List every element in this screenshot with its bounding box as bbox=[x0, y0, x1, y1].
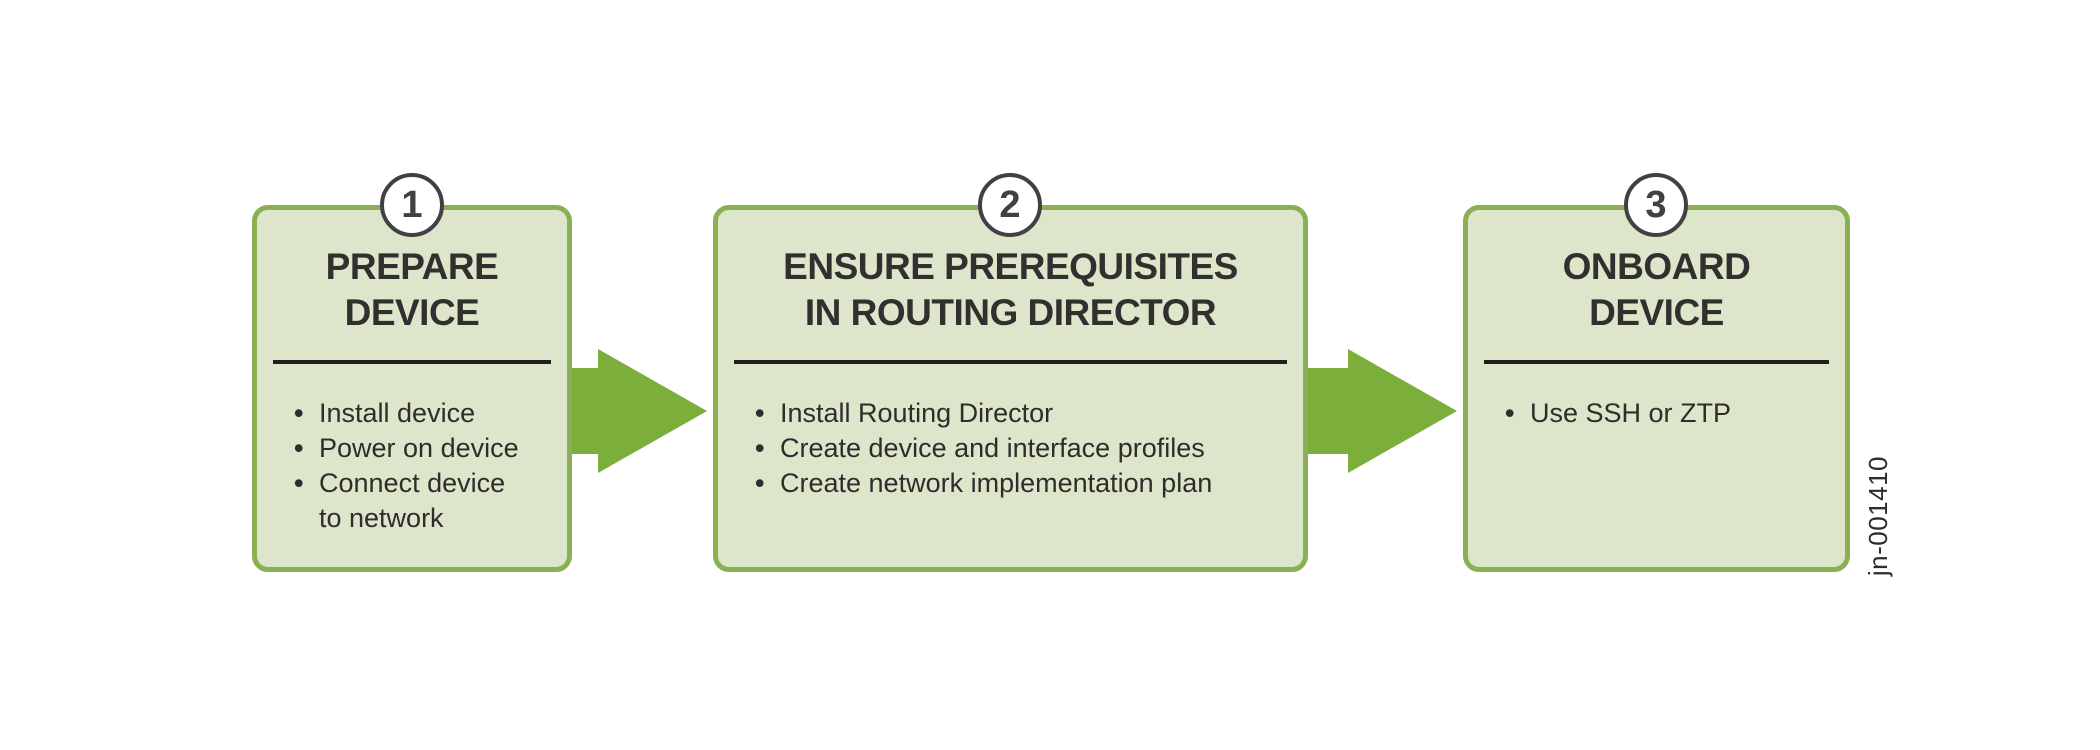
step-title: PREPARE DEVICE bbox=[257, 244, 567, 336]
task-text: Create network implementation plan bbox=[780, 468, 1213, 498]
task-item: • Connect device to network bbox=[294, 466, 553, 536]
bullet-icon: • bbox=[755, 433, 765, 463]
step-title: ONBOARD DEVICE bbox=[1468, 244, 1845, 336]
arrow-right-icon bbox=[572, 349, 707, 473]
arrow-shape bbox=[1308, 349, 1457, 473]
step-box-onboard-device: ONBOARD DEVICE • Use SSH or ZTP bbox=[1463, 205, 1850, 572]
step-title-line: ENSURE PREREQUISITES bbox=[783, 246, 1238, 287]
step-title-line: DEVICE bbox=[1589, 292, 1724, 333]
bullet-icon: • bbox=[1505, 398, 1515, 428]
arrow-right-icon bbox=[1308, 349, 1457, 473]
step-title-line: DEVICE bbox=[344, 292, 480, 333]
bullet-icon: • bbox=[755, 468, 765, 498]
task-text: Create device and interface profiles bbox=[780, 433, 1205, 463]
step-number-badge: 3 bbox=[1624, 173, 1688, 237]
bullet-icon: • bbox=[294, 433, 304, 463]
step-task-list: • Install Routing Director • Create devi… bbox=[718, 396, 1303, 501]
task-item: • Use SSH or ZTP bbox=[1505, 396, 1831, 431]
task-item: • Install Routing Director bbox=[755, 396, 1289, 431]
figure-id-label: jn-001410 bbox=[1863, 456, 1893, 577]
task-text: Install Routing Director bbox=[780, 398, 1054, 428]
task-text: Connect device to network bbox=[319, 468, 506, 533]
step-task-list: • Use SSH or ZTP bbox=[1468, 396, 1845, 431]
bullet-icon: • bbox=[294, 468, 304, 498]
step-box-prepare-device: PREPARE DEVICE • Install device • Power … bbox=[252, 205, 572, 572]
bullet-icon: • bbox=[755, 398, 765, 428]
step-number-badge: 1 bbox=[380, 173, 444, 237]
step-title-line: PREPARE bbox=[325, 246, 499, 287]
bullet-icon: • bbox=[294, 398, 304, 428]
title-divider bbox=[1484, 360, 1829, 364]
step-box-ensure-prerequisites: ENSURE PREREQUISITES IN ROUTING DIRECTOR… bbox=[713, 205, 1308, 572]
title-divider bbox=[273, 360, 551, 364]
arrow-shape bbox=[572, 349, 707, 473]
step-number-badge: 2 bbox=[978, 173, 1042, 237]
task-item: • Create device and interface profiles bbox=[755, 431, 1289, 466]
task-text: Install device bbox=[319, 398, 476, 428]
step-title-line: ONBOARD bbox=[1562, 246, 1751, 287]
title-divider bbox=[734, 360, 1287, 364]
task-item: • Power on device bbox=[294, 431, 553, 466]
step-title: ENSURE PREREQUISITES IN ROUTING DIRECTOR bbox=[718, 244, 1303, 336]
task-text: Use SSH or ZTP bbox=[1530, 398, 1732, 428]
task-item: • Install device bbox=[294, 396, 553, 431]
task-text: Power on device bbox=[319, 433, 519, 463]
task-item: • Create network implementation plan bbox=[755, 466, 1289, 501]
step-task-list: • Install device • Power on device • Con… bbox=[257, 396, 567, 536]
step-title-line: IN ROUTING DIRECTOR bbox=[804, 292, 1217, 333]
